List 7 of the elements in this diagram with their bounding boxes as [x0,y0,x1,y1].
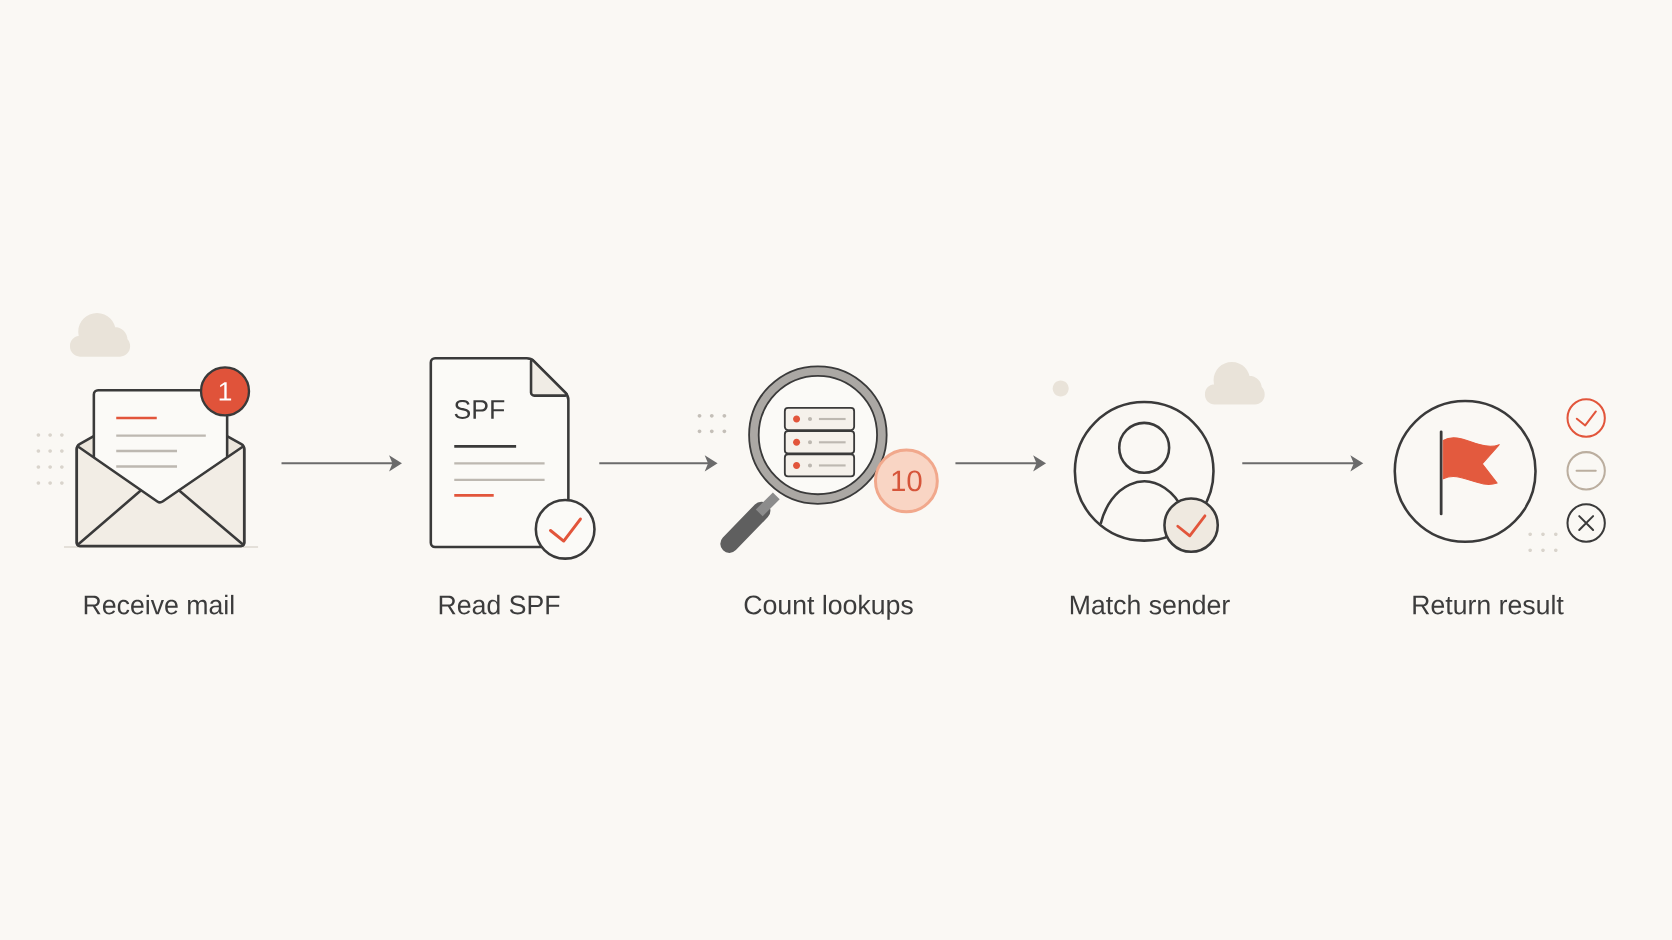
node-label: Receive mail [84,594,234,615]
count-badge: 10 [873,448,939,514]
node-label: Read SPF [439,594,560,615]
node-label: Count lookups [744,594,913,620]
node-label: Return result [1413,594,1564,615]
node-label: Match sender [1070,594,1230,615]
document: SPF [429,356,570,549]
